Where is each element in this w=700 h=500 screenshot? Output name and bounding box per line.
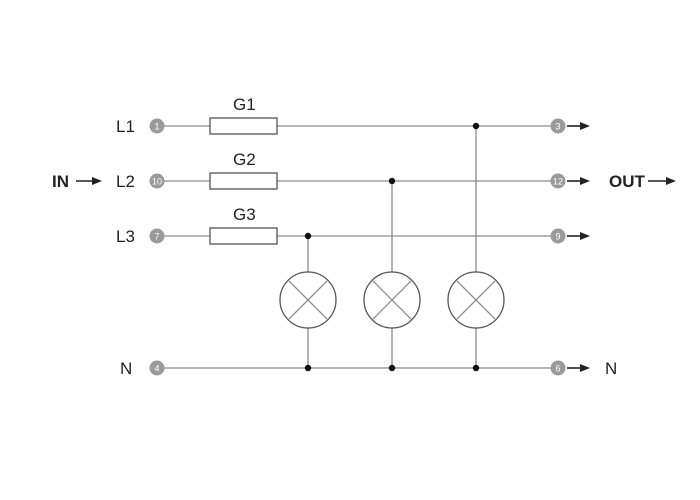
terminal-out-n bbox=[550, 360, 566, 376]
terminal-in-n-number: 4 bbox=[154, 364, 159, 374]
line-label-l3: L3 bbox=[116, 227, 135, 246]
terminal-out-l3-number: 9 bbox=[555, 232, 560, 242]
line-l1: L1 1 G1 3 bbox=[116, 95, 590, 136]
output-arrow-head bbox=[666, 177, 676, 185]
line-l2: L2 10 G2 12 bbox=[116, 150, 590, 191]
terminal-out-l2 bbox=[550, 173, 566, 189]
input-arrow-head bbox=[92, 177, 102, 185]
terminal-in-l2 bbox=[149, 173, 165, 189]
fuse-label-g2: G2 bbox=[233, 150, 256, 169]
lamp-1-cross-b bbox=[287, 279, 329, 321]
arrow-out-l3-head bbox=[580, 232, 590, 240]
fuse-label-g3: G3 bbox=[233, 205, 256, 224]
line-l3: L3 7 G3 9 bbox=[116, 205, 590, 246]
lamp-2 bbox=[363, 177, 421, 372]
line-label-l2: L2 bbox=[116, 172, 135, 191]
terminal-in-l3-number: 7 bbox=[154, 232, 159, 242]
input-label: IN bbox=[52, 172, 69, 191]
line-n: N 4 6 N bbox=[120, 359, 617, 378]
lamp-3 bbox=[447, 122, 505, 372]
terminal-in-l1-number: 1 bbox=[154, 122, 159, 132]
arrow-out-l2-head bbox=[580, 177, 590, 185]
terminal-in-l2-number: 10 bbox=[152, 177, 162, 187]
line-label-n: N bbox=[120, 359, 132, 378]
terminal-out-n-number: 6 bbox=[555, 364, 560, 374]
output-label: OUT bbox=[609, 172, 646, 191]
fuse-g3 bbox=[209, 227, 278, 245]
output-indicator: OUT bbox=[609, 172, 676, 191]
terminal-out-l1-number: 3 bbox=[555, 122, 560, 132]
terminal-out-l2-number: 12 bbox=[553, 177, 563, 187]
arrow-out-n-head bbox=[580, 364, 590, 372]
junction-dot-lamp-3-top bbox=[472, 122, 480, 130]
terminal-out-l3 bbox=[550, 228, 566, 244]
lamp-1 bbox=[279, 232, 337, 372]
lamp-3-cross-b bbox=[455, 279, 497, 321]
line-label-l1: L1 bbox=[116, 117, 135, 136]
arrow-out-l1-head bbox=[580, 122, 590, 130]
terminal-in-n bbox=[149, 360, 165, 376]
terminal-in-l1 bbox=[149, 118, 165, 134]
junction-dot-lamp-2-bottom bbox=[388, 364, 396, 372]
fuse-g2 bbox=[209, 172, 278, 190]
junction-dot-lamp-1-bottom bbox=[304, 364, 312, 372]
lamp-2-cross-b bbox=[371, 279, 413, 321]
fuse-label-g1: G1 bbox=[233, 95, 256, 114]
input-indicator: IN bbox=[52, 172, 102, 191]
junction-dot-lamp-1-top bbox=[304, 232, 312, 240]
output-label-n: N bbox=[605, 359, 617, 378]
terminal-in-l3 bbox=[149, 228, 165, 244]
fuse-g1 bbox=[209, 117, 278, 135]
junction-dot-lamp-2-top bbox=[388, 177, 396, 185]
junction-dot-lamp-3-bottom bbox=[472, 364, 480, 372]
terminal-out-l1 bbox=[550, 118, 566, 134]
